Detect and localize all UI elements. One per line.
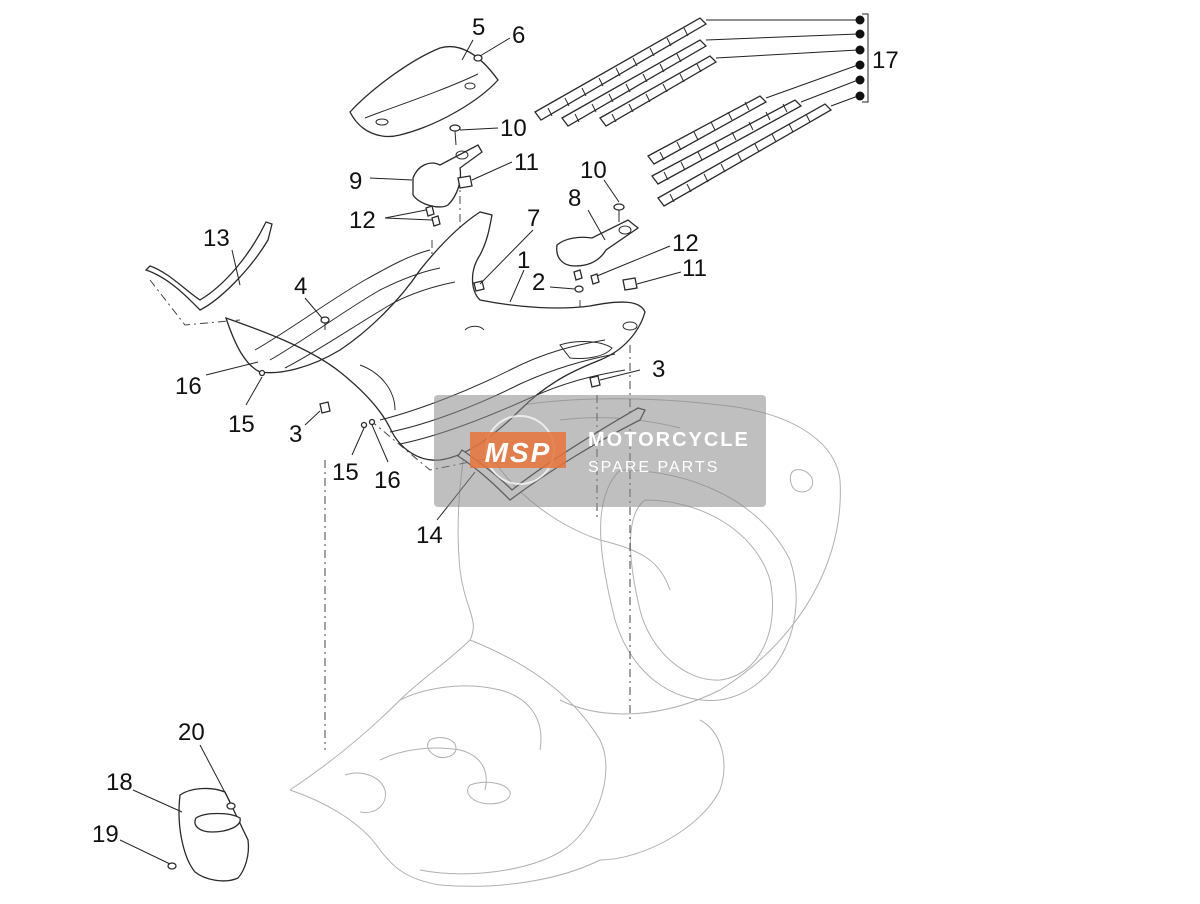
part-20-screw <box>226 802 236 810</box>
callout-6: 6 <box>512 22 525 49</box>
callout-19: 19 <box>92 821 119 848</box>
callout-8: 8 <box>568 185 581 212</box>
part-3-clip-a <box>589 375 601 388</box>
callout-10a: 10 <box>500 115 527 142</box>
part-18-cover <box>178 787 250 882</box>
watermark-line1: MOTORCYCLE <box>588 429 750 451</box>
part-8-bracket <box>556 219 640 267</box>
part-19-screw <box>167 862 177 870</box>
part-10-screw-b <box>613 203 625 222</box>
watermark: MSP MOTORCYCLE SPARE PARTS <box>434 395 766 507</box>
callout-12a: 12 <box>349 207 376 234</box>
watermark-line2: SPARE PARTS <box>588 459 719 476</box>
strip-bracket <box>862 13 869 103</box>
strip-leaders <box>705 19 859 107</box>
rubber-strip-2 <box>561 39 708 127</box>
part-9-bracket <box>412 144 483 208</box>
callout-15a: 15 <box>228 411 255 438</box>
callout-3a: 3 <box>652 356 665 383</box>
callout-10b: 10 <box>580 157 607 184</box>
callout-16a: 16 <box>175 373 202 400</box>
rubber-strip-6 <box>657 103 833 207</box>
part-6-screw <box>473 54 483 62</box>
part-10-screw-a <box>449 124 461 146</box>
part-4-screw <box>320 316 330 330</box>
callout-16b: 16 <box>374 467 401 494</box>
rubber-strip-3 <box>599 55 718 127</box>
watermark-logo: MSP <box>485 437 552 468</box>
callout-11b: 11 <box>682 255 707 282</box>
callout-18: 18 <box>106 769 133 796</box>
part-11-clip-b <box>622 277 638 291</box>
part-12-clips-b <box>573 269 600 285</box>
part-12-clips-a <box>425 205 441 227</box>
rubber-strip-set <box>534 13 869 207</box>
scooter-body-ghost <box>289 398 841 887</box>
part-3-clip-b <box>319 401 331 414</box>
watermark-logo-box <box>470 432 566 468</box>
callouts: 5 6 10 11 9 12 7 1 2 10 8 12 11 3 13 4 1… <box>92 14 899 848</box>
callout-14: 14 <box>416 522 443 549</box>
part-11-clip-a <box>457 175 473 189</box>
rubber-strip-1 <box>534 17 708 121</box>
rubber-strip-5 <box>651 99 803 185</box>
part-5-cover <box>349 46 499 138</box>
rubber-strip-4 <box>647 95 768 165</box>
callout-17: 17 <box>872 47 899 74</box>
callout-5: 5 <box>472 14 485 41</box>
watermark-box <box>434 395 766 507</box>
callout-2: 2 <box>532 269 545 296</box>
callout-9: 9 <box>349 168 362 195</box>
part-2-screw <box>574 285 584 293</box>
callout-7: 7 <box>527 205 540 232</box>
callout-11a: 11 <box>514 149 539 176</box>
part-7-clip <box>473 280 485 292</box>
callout-12b: 12 <box>672 230 699 257</box>
callout-13: 13 <box>203 225 230 252</box>
callout-1: 1 <box>517 247 530 274</box>
callout-4: 4 <box>294 273 307 300</box>
callout-20: 20 <box>178 719 205 746</box>
part-15-16-fasteners <box>258 369 376 429</box>
callout-15b: 15 <box>332 459 359 486</box>
part-1-footboard <box>224 211 646 461</box>
callout-3b: 3 <box>289 421 302 448</box>
part-13-trim <box>144 221 273 311</box>
strip-dots <box>855 15 865 101</box>
